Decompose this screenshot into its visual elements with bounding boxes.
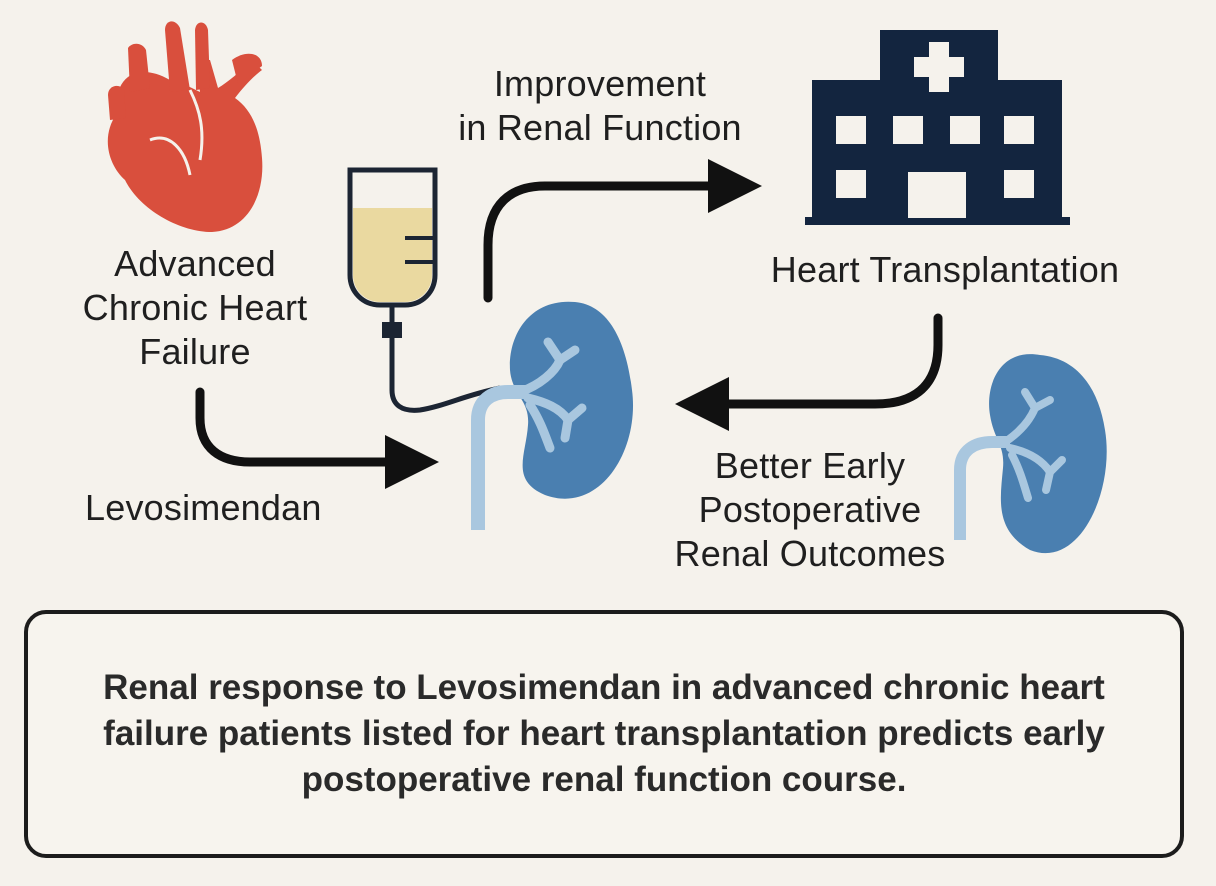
- heart-failure-label: Advanced Chronic Heart Failure: [82, 243, 308, 372]
- hospital-icon: [805, 30, 1070, 225]
- heart-icon: [107, 21, 263, 232]
- summary-text: Renal response to Levosimendan in advanc…: [103, 668, 1105, 799]
- summary-box: Renal response to Levosimendan in advanc…: [24, 610, 1184, 858]
- kidney-icon: [471, 301, 634, 530]
- arrow-heart-to-kidney: [195, 387, 439, 489]
- heart-transplantation-label: Heart Transplantation: [770, 249, 1120, 290]
- renal-improvement-label: Improvement in Renal Function: [458, 63, 742, 148]
- levosimendan-label: Levosimendan: [85, 487, 322, 528]
- iv-bag-icon: [347, 167, 501, 413]
- heart-detail-icon: [149, 89, 204, 176]
- kidney-small-icon: [954, 354, 1107, 554]
- arrow-kidney-to-transplant: [483, 159, 762, 303]
- renal-outcomes-label: Better Early Postoperative Renal Outcome…: [674, 445, 946, 574]
- arrow-transplant-to-outcomes: [675, 313, 943, 431]
